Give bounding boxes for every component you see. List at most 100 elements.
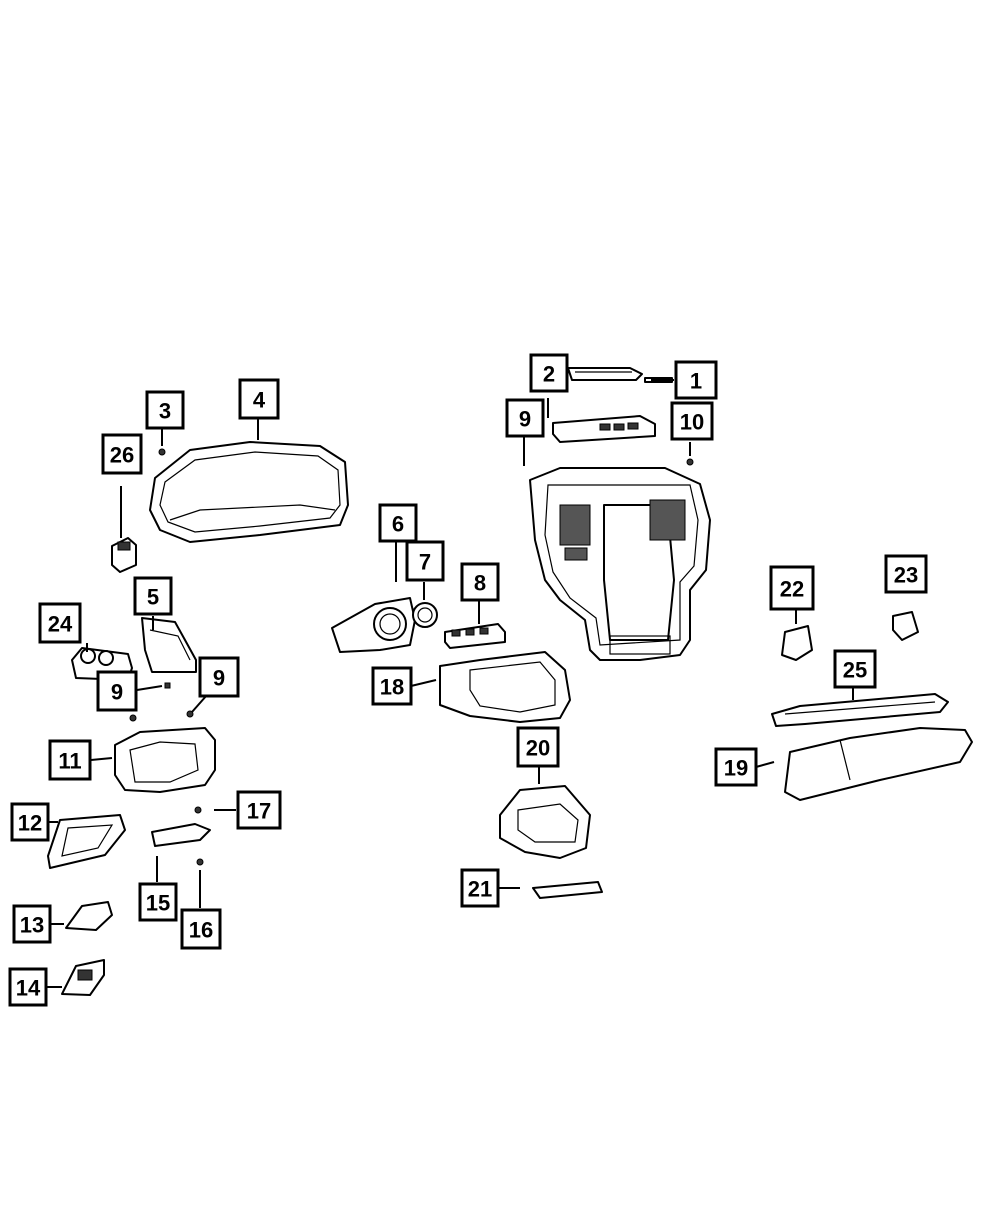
part-cap-22 (781, 625, 813, 661)
part-ring-7 (412, 602, 438, 628)
callout-c24: 24 (38, 602, 82, 644)
callout-number: 25 (843, 658, 867, 683)
callout-c2: 2 (529, 353, 569, 393)
part-duct-20 (499, 785, 591, 859)
callout-number: 26 (110, 443, 134, 468)
callout-number: 9 (111, 680, 123, 705)
callout-box (96, 670, 138, 712)
callout-c20: 20 (516, 726, 560, 768)
callout-box (714, 747, 758, 787)
callout-number: 6 (392, 512, 404, 537)
callout-c25: 25 (833, 649, 877, 689)
callout-c7: 7 (405, 540, 445, 582)
callout-number: 9 (213, 666, 225, 691)
callout-c19: 19 (714, 747, 758, 787)
part-clip-9b (129, 714, 137, 722)
callout-box (10, 802, 50, 842)
callout-c22: 22 (769, 565, 815, 611)
part-switch-module-14 (61, 959, 105, 996)
part-column-cover (331, 597, 416, 653)
callout-box (516, 726, 560, 768)
callout-c18: 18 (371, 666, 413, 706)
callout-box (145, 390, 185, 430)
callout-box (371, 666, 413, 706)
callout-number: 9 (519, 407, 531, 432)
callout-number: 14 (16, 976, 41, 1001)
part-end-panel (141, 617, 197, 673)
callout-box (674, 360, 718, 400)
callout-c26: 26 (101, 433, 143, 475)
callout-box (529, 353, 569, 393)
callout-number: 24 (48, 612, 73, 637)
callout-number: 2 (543, 362, 555, 387)
callout-box (12, 904, 52, 944)
part-switch-26 (111, 537, 137, 573)
callout-c16: 16 (180, 908, 222, 950)
callout-c5: 5 (133, 576, 173, 616)
callout-box (138, 882, 178, 922)
callout-box (884, 554, 928, 594)
callout-number: 13 (20, 913, 44, 938)
callout-c23: 23 (884, 554, 928, 594)
callout-c3: 3 (145, 390, 185, 430)
callout-c4: 4 (238, 378, 280, 420)
callout-number: 5 (147, 585, 159, 610)
callout-c9c: 9 (198, 656, 240, 698)
part-glovebox-19 (784, 727, 973, 801)
part-cap-23 (892, 611, 919, 641)
part-trim-15 (151, 806, 211, 866)
callout-number: 21 (468, 877, 492, 902)
callout-number: 3 (159, 399, 171, 424)
callout-c12: 12 (10, 802, 50, 842)
callout-c9a: 9 (505, 398, 545, 438)
callout-c11: 11 (48, 739, 92, 781)
callout-number: 22 (780, 577, 804, 602)
callout-c1: 1 (674, 360, 718, 400)
part-cover-13 (65, 901, 113, 931)
callout-c15: 15 (138, 882, 178, 922)
callout-c9b: 9 (96, 670, 138, 712)
callout-box (833, 649, 877, 689)
callout-number: 8 (474, 571, 486, 596)
callout-box (48, 739, 92, 781)
part-center-bezel (529, 467, 711, 661)
callout-box (378, 503, 418, 543)
part-strip-25 (771, 693, 949, 727)
part-bin-12 (47, 814, 126, 869)
callout-number: 23 (894, 563, 918, 588)
callout-box (133, 576, 173, 616)
callout-box (236, 790, 282, 830)
callout-box (769, 565, 815, 611)
part-switch-panel (552, 415, 694, 466)
callout-box (8, 967, 48, 1007)
callout-number: 15 (146, 891, 170, 916)
callout-c13: 13 (12, 904, 52, 944)
callout-c10: 10 (670, 401, 714, 441)
callout-number: 12 (18, 811, 42, 836)
callout-c8: 8 (460, 562, 500, 602)
callout-number: 4 (253, 388, 266, 413)
part-cluster-bezel (149, 441, 349, 543)
part-switch-bank (444, 623, 506, 649)
callout-number: 17 (247, 799, 271, 824)
callout-box (38, 602, 82, 644)
callout-number: 11 (58, 749, 81, 774)
part-knee-bolster (439, 651, 571, 723)
part-clip-9a (164, 682, 171, 689)
callout-number: 7 (419, 550, 431, 575)
part-lower-bezel (114, 727, 216, 793)
callout-box (460, 868, 500, 908)
callout-c21: 21 (460, 868, 500, 908)
callout-box (238, 378, 280, 420)
callout-box (460, 562, 500, 602)
callout-number: 19 (724, 756, 748, 781)
callout-number: 1 (690, 369, 702, 394)
callout-box (505, 398, 545, 438)
callout-box (180, 908, 222, 950)
callout-box (101, 433, 143, 475)
callout-c17: 17 (236, 790, 282, 830)
part-clip-9c (186, 710, 194, 718)
